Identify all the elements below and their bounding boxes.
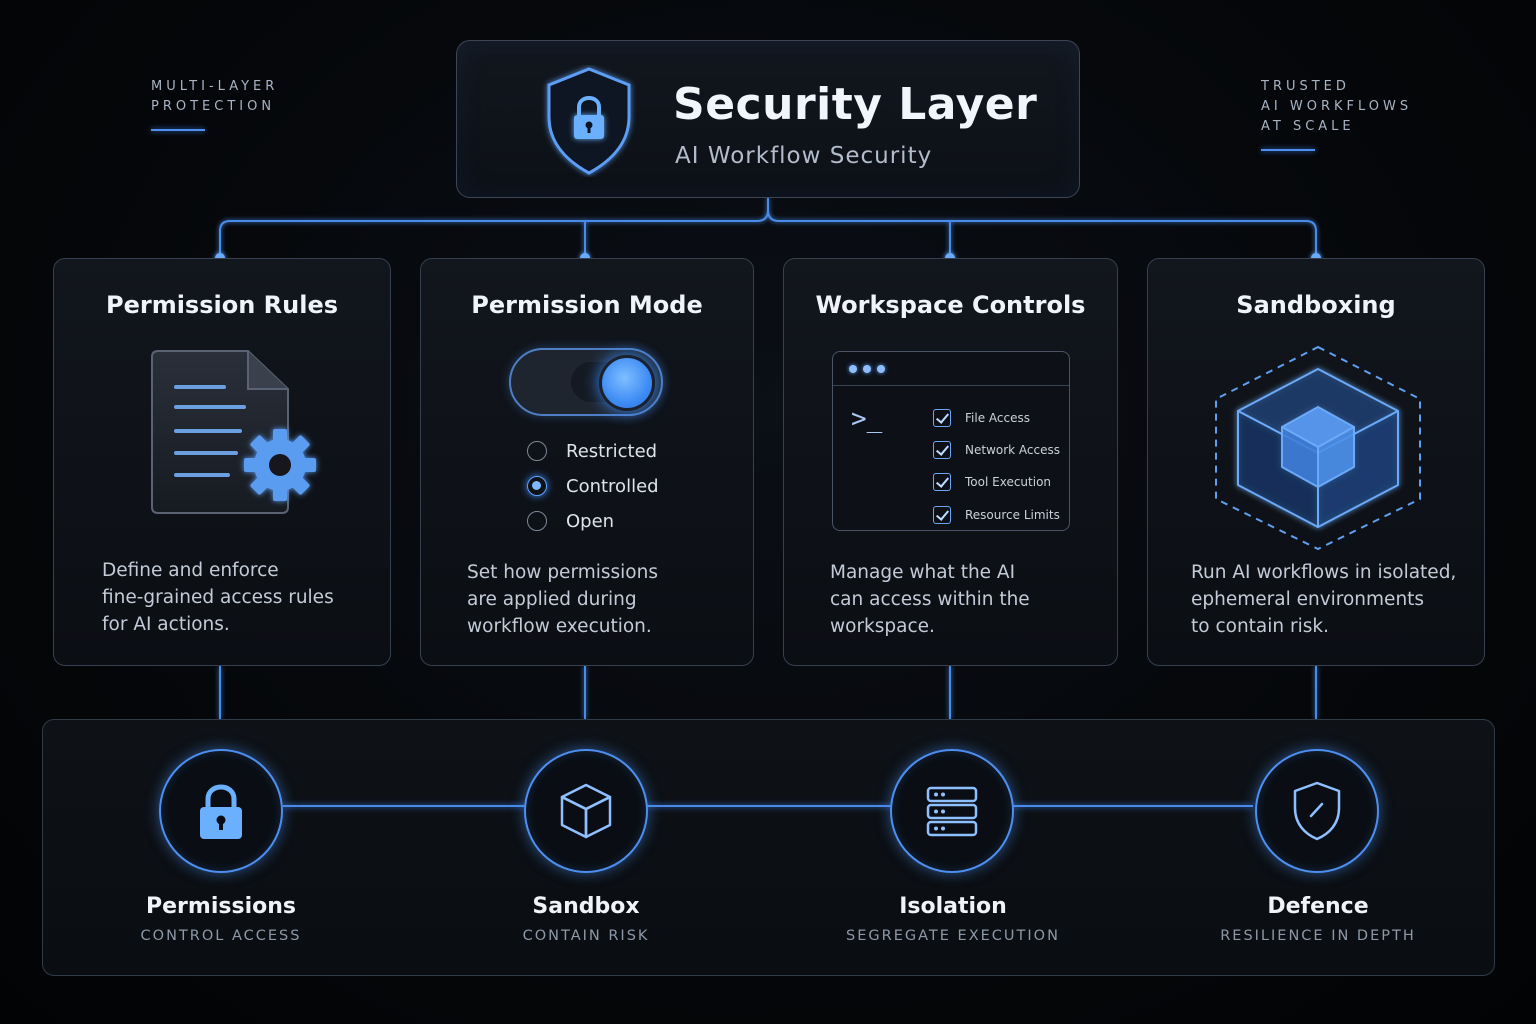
desc-line: Set how permissions bbox=[467, 562, 658, 583]
card-sandboxing: Sandboxing Run AI workflows in isolated,… bbox=[1147, 258, 1485, 666]
pillar-subtitle: SEGREGATE EXECUTION bbox=[846, 928, 1060, 944]
card-title: Sandboxing bbox=[1236, 291, 1396, 319]
cube-icon bbox=[560, 783, 612, 839]
radio-restricted[interactable]: Restricted bbox=[527, 439, 657, 463]
pillars-connector-line bbox=[283, 805, 1253, 807]
desc-line: to contain risk. bbox=[1191, 616, 1329, 637]
corner-left-line-2: PROTECTION bbox=[151, 99, 276, 114]
card-permission-mode: Permission Mode Restricted Controlled Op… bbox=[420, 258, 754, 666]
desc-line: workflow execution. bbox=[467, 616, 652, 637]
radio-button-selected[interactable] bbox=[527, 476, 547, 496]
corner-left-rule bbox=[151, 129, 205, 131]
pillar-title: Isolation bbox=[899, 894, 1007, 919]
terminal-title-bar bbox=[833, 352, 1069, 386]
desc-line: workspace. bbox=[830, 616, 935, 637]
pillar-subtitle: CONTROL ACCESS bbox=[140, 928, 302, 944]
corner-label-right: TRUSTED AI WORKFLOWS AT SCALE bbox=[1261, 77, 1412, 151]
check-label: Network Access bbox=[965, 443, 1060, 457]
radio-label: Open bbox=[566, 510, 615, 532]
card-description: Run AI workflows in isolated, ephemeral … bbox=[1191, 559, 1456, 640]
corner-left-line-1: MULTI-LAYER bbox=[151, 79, 279, 94]
check-label: Tool Execution bbox=[965, 475, 1052, 489]
pillar-subtitle: RESILIENCE IN DEPTH bbox=[1220, 928, 1416, 944]
desc-line: ephemeral environments bbox=[1191, 589, 1425, 610]
checkbox[interactable] bbox=[933, 409, 951, 427]
pillar-title: Sandbox bbox=[532, 894, 640, 919]
shield-icon bbox=[1293, 781, 1341, 841]
mode-toggle-switch[interactable] bbox=[509, 348, 663, 416]
corner-right-line-2: AI WORKFLOWS bbox=[1261, 99, 1413, 114]
connector-to-card-4 bbox=[767, 209, 1317, 258]
check-resource-limits[interactable]: Resource Limits bbox=[933, 505, 1060, 525]
corner-label-left: MULTI-LAYER PROTECTION bbox=[151, 77, 278, 131]
checkbox[interactable] bbox=[933, 506, 951, 524]
check-label: File Access bbox=[965, 411, 1030, 425]
card-title: Permission Mode bbox=[471, 291, 703, 319]
pillar-title: Defence bbox=[1267, 894, 1369, 919]
pillar-sandbox-circle bbox=[524, 749, 648, 873]
check-file-access[interactable]: File Access bbox=[933, 408, 1030, 428]
desc-line: are applied during bbox=[467, 589, 637, 610]
desc-line: Manage what the AI bbox=[830, 562, 1016, 583]
server-icon bbox=[926, 786, 978, 837]
pillar-title: Permissions bbox=[146, 894, 296, 919]
toggle-knob[interactable] bbox=[599, 355, 655, 411]
radio-button[interactable] bbox=[527, 441, 547, 461]
desc-line: for AI actions. bbox=[102, 614, 230, 635]
card-description: Set how permissions are applied during w… bbox=[467, 559, 658, 640]
pillar-defence-circle bbox=[1255, 749, 1379, 873]
radio-controlled[interactable]: Controlled bbox=[527, 474, 659, 498]
card-workspace-controls: Workspace Controls >_ File Access Networ… bbox=[783, 258, 1118, 666]
card-description: Define and enforce fine-grained access r… bbox=[102, 557, 334, 638]
desc-line: can access within the bbox=[830, 589, 1030, 610]
check-network-access[interactable]: Network Access bbox=[933, 440, 1060, 460]
check-label: Resource Limits bbox=[965, 508, 1060, 522]
radio-label: Restricted bbox=[566, 440, 658, 462]
document-gear-icon bbox=[151, 350, 316, 514]
pillars-panel: Permissions CONTROL ACCESS Sandbox CONTA… bbox=[42, 719, 1495, 976]
radio-button[interactable] bbox=[527, 511, 547, 531]
checkbox[interactable] bbox=[933, 441, 951, 459]
connector-to-card-1 bbox=[219, 198, 769, 258]
card-permission-rules: Permission Rules bbox=[53, 258, 391, 666]
header-panel: Security Layer AI Workflow Security bbox=[456, 40, 1080, 198]
desc-line: Run AI workflows in isolated, bbox=[1191, 562, 1457, 583]
terminal-prompt: >_ bbox=[851, 404, 883, 434]
padlock-icon bbox=[200, 784, 242, 839]
desc-line: fine-grained access rules bbox=[102, 587, 334, 608]
pillar-isolation-circle bbox=[890, 749, 1014, 873]
shield-lock-icon bbox=[547, 67, 631, 175]
terminal-window-icon: >_ File Access Network Access Tool Execu… bbox=[832, 351, 1070, 531]
card-title: Permission Rules bbox=[105, 291, 339, 319]
isolated-cube-icon bbox=[1215, 345, 1421, 551]
desc-line: Define and enforce bbox=[102, 560, 279, 581]
radio-open[interactable]: Open bbox=[527, 509, 614, 533]
pillar-permissions-circle bbox=[159, 749, 283, 873]
corner-right-line-1: TRUSTED bbox=[1261, 79, 1350, 94]
card-description: Manage what the AI can access within the… bbox=[830, 559, 1030, 640]
pillar-subtitle: CONTAIN RISK bbox=[522, 928, 650, 944]
checkbox[interactable] bbox=[933, 473, 951, 491]
card-title: Workspace Controls bbox=[815, 291, 1086, 319]
corner-right-rule bbox=[1261, 149, 1315, 151]
corner-right-line-3: AT SCALE bbox=[1261, 119, 1355, 134]
radio-label: Controlled bbox=[566, 475, 659, 497]
page-subtitle: AI Workflow Security bbox=[675, 143, 933, 169]
check-tool-execution[interactable]: Tool Execution bbox=[933, 472, 1051, 492]
page-title: Security Layer bbox=[673, 79, 1038, 130]
